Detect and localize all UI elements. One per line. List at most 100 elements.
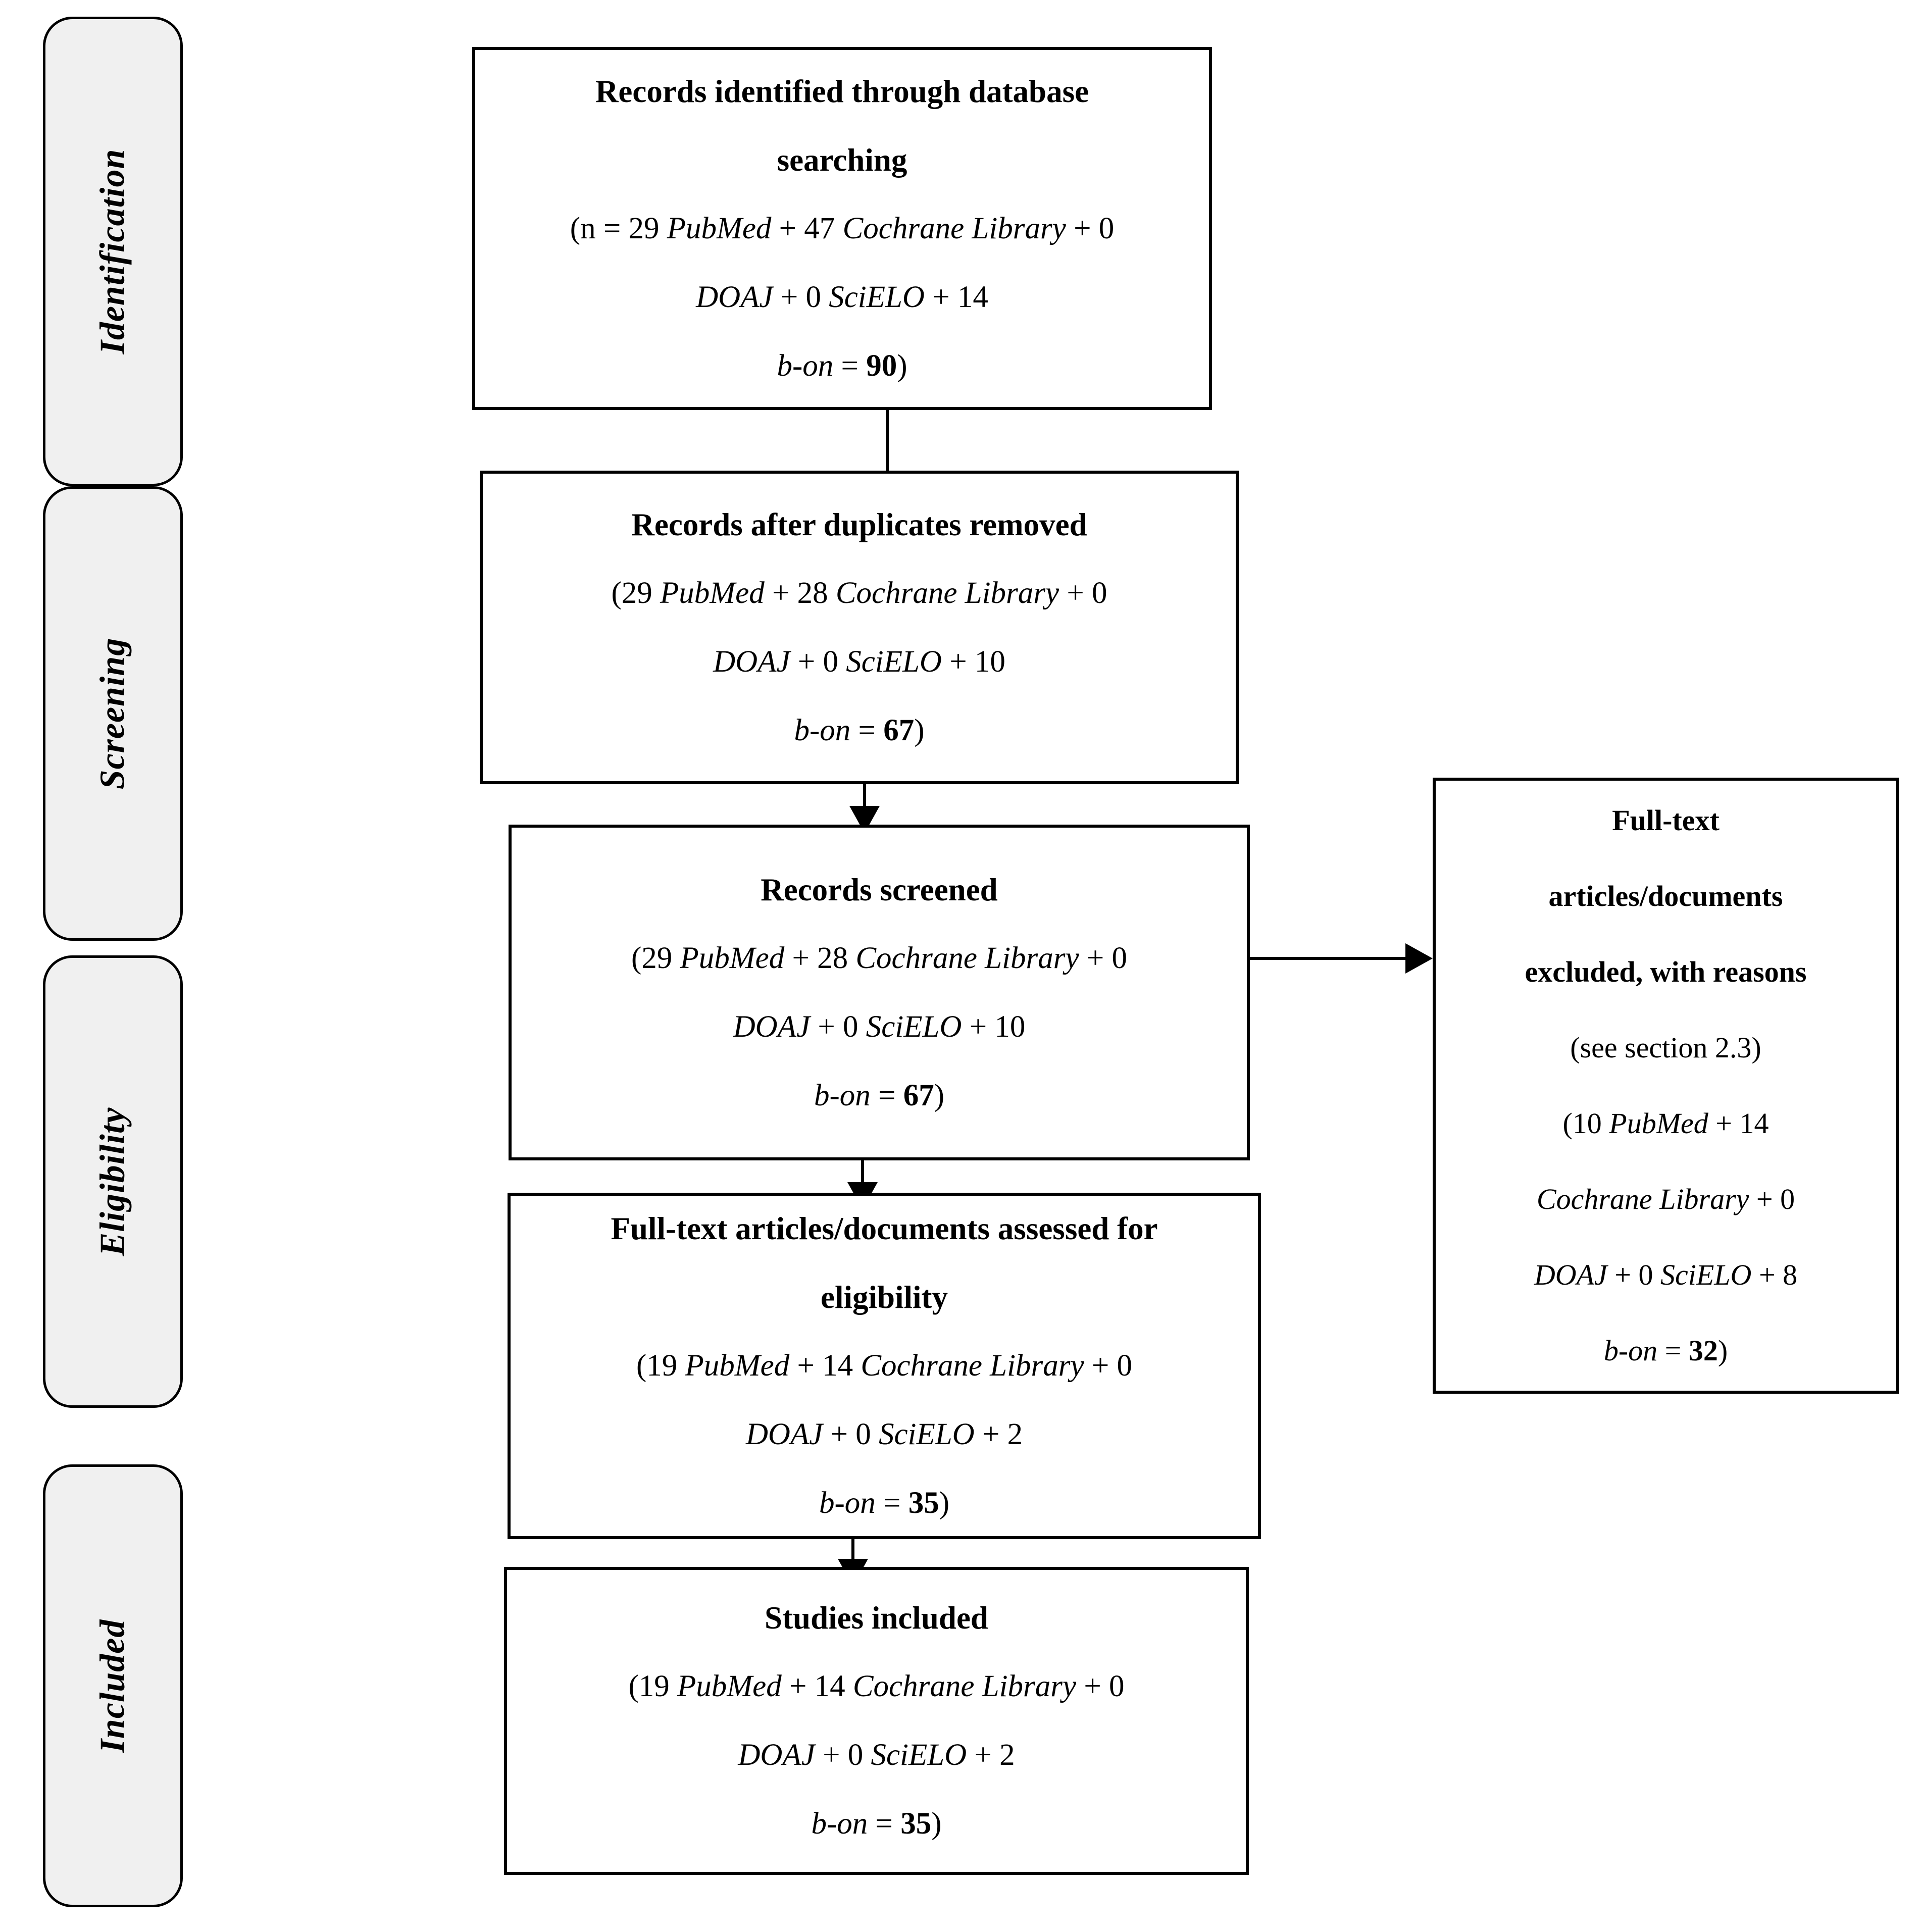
box-records-identified: Records identified through database sear… (472, 47, 1212, 410)
connector-duplicates-to-screened (863, 784, 866, 810)
stat-segment: Cochrane Library (835, 576, 1059, 610)
box-fulltext-excluded-title-line2: articles/documents (1548, 880, 1783, 912)
stat-segment: PubMed (680, 941, 785, 975)
stat-segment: = (833, 348, 867, 383)
box-fulltext-assessed-stat-line2: DOAJ + 0 SciELO + 2 (746, 1400, 1023, 1469)
stat-segment: = (875, 1486, 908, 1520)
box-records-screened-stat-line1: (29 PubMed + 28 Cochrane Library + 0 (631, 924, 1127, 993)
stat-segment: PubMed (677, 1669, 782, 1703)
arrowhead-right-icon (1405, 943, 1433, 974)
stat-segment: SciELO (871, 1738, 967, 1772)
box-fulltext-excluded-stat-line1: (10 PubMed + 14 (1562, 1086, 1769, 1161)
connector-screened-to-excluded (1250, 957, 1409, 960)
stat-segment: + 0 (810, 1009, 866, 1044)
stat-segment: DOAJ (733, 1009, 811, 1044)
stat-segment: + 14 (789, 1349, 861, 1383)
box-fulltext-assessed: Full-text articles/documents assessed fo… (508, 1193, 1261, 1539)
stat-segment: + 0 (823, 1417, 879, 1451)
box-studies-included-title: Studies included (765, 1600, 988, 1636)
box-studies-included-stat-line1: (19 PubMed + 14 Cochrane Library + 0 (628, 1652, 1124, 1721)
stat-segment: + 2 (967, 1738, 1015, 1772)
stat-segment: + 0 (1066, 211, 1115, 245)
box-records-identified-stat-line1: (n = 29 PubMed + 47 Cochrane Library + 0 (570, 194, 1114, 263)
stat-segment: + 28 (784, 941, 856, 975)
stat-segment: ) (897, 348, 907, 383)
stat-segment: + 0 (1084, 1349, 1133, 1383)
stat-segment: Cochrane Library (852, 1669, 1077, 1703)
stat-segment: 35 (900, 1807, 932, 1841)
phase-label-included: Included (93, 1619, 132, 1753)
box-records-screened: Records screened (29 PubMed + 28 Cochran… (509, 825, 1250, 1160)
box-fulltext-excluded-title-line1: Full-text (1612, 804, 1720, 837)
stat-segment: ) (931, 1807, 942, 1841)
stat-segment: + 10 (962, 1009, 1026, 1044)
box-duplicates-removed-stat-line2: DOAJ + 0 SciELO + 10 (713, 628, 1005, 696)
stat-segment: + 0 (1607, 1258, 1660, 1291)
stat-segment: DOAJ (1534, 1258, 1607, 1291)
stat-segment: ) (934, 1078, 945, 1112)
stat-segment: (29 (631, 941, 680, 975)
box-duplicates-removed-stat-line1: (29 PubMed + 28 Cochrane Library + 0 (611, 559, 1107, 628)
stat-segment: (10 (1562, 1107, 1609, 1140)
stat-segment: + 0 (1076, 1669, 1125, 1703)
stat-segment: 90 (866, 348, 897, 383)
stat-segment: 67 (883, 713, 915, 747)
stat-segment: DOAJ (738, 1738, 815, 1772)
box-duplicates-removed-title: Records after duplicates removed (631, 506, 1087, 542)
box-fulltext-excluded-stat-line4: b-on = 32) (1604, 1313, 1728, 1389)
stat-segment: ) (1717, 1334, 1728, 1367)
box-fulltext-assessed-stat-line3: b-on = 35) (819, 1469, 949, 1538)
stat-segment: + 0 (1059, 576, 1107, 610)
connector-assessed-to-included (851, 1539, 854, 1563)
box-records-identified-title-line1: Records identified through database (595, 73, 1089, 109)
box-fulltext-excluded-stat-line2: Cochrane Library + 0 (1537, 1161, 1795, 1237)
box-duplicates-removed: Records after duplicates removed (29 Pub… (480, 471, 1239, 784)
connector-identified-to-duplicates (886, 410, 889, 471)
stat-segment: = (868, 1807, 901, 1841)
stat-segment: (n = 29 (570, 211, 667, 245)
box-records-screened-title: Records screened (761, 872, 998, 907)
phase-band-included: Included (43, 1464, 183, 1907)
stat-segment: b-on (811, 1807, 868, 1841)
box-duplicates-removed-stat-line3: b-on = 67) (794, 696, 924, 765)
stat-segment: + 0 (815, 1738, 871, 1772)
box-fulltext-excluded-stat-line3: DOAJ + 0 SciELO + 8 (1534, 1237, 1797, 1313)
connector-screened-to-assessed (861, 1160, 864, 1187)
stat-segment: 32 (1688, 1334, 1718, 1367)
stat-segment: + 0 (1079, 941, 1128, 975)
stat-segment: b-on (794, 713, 851, 747)
stat-segment: = (850, 713, 884, 747)
stat-segment: + 14 (1708, 1107, 1769, 1140)
stat-segment: SciELO (878, 1417, 975, 1451)
stat-segment: + 2 (974, 1417, 1023, 1451)
stat-segment: + 0 (773, 280, 829, 314)
stat-segment: + 28 (764, 576, 836, 610)
stat-segment: (19 (628, 1669, 678, 1703)
box-studies-included-stat-line3: b-on = 35) (811, 1790, 941, 1858)
box-records-identified-title-line2: searching (777, 142, 907, 178)
phase-band-identification: Identification (43, 17, 183, 486)
box-fulltext-excluded-note: (see section 2.3) (1570, 1031, 1761, 1064)
stat-segment: Cochrane Library (861, 1349, 1084, 1383)
stat-segment: + 14 (924, 280, 988, 314)
box-fulltext-excluded: Full-text articles/documents excluded, w… (1433, 778, 1899, 1394)
stat-segment: Cochrane Library (842, 211, 1066, 245)
stat-segment: + 10 (941, 644, 1005, 679)
stat-segment: (19 (636, 1349, 685, 1383)
stat-segment: PubMed (685, 1349, 790, 1383)
stat-segment: PubMed (660, 576, 765, 610)
stat-segment: ) (914, 713, 925, 747)
stat-segment: b-on (819, 1486, 876, 1520)
phase-label-eligibility: Eligibility (93, 1107, 132, 1256)
stat-segment: + 8 (1751, 1258, 1798, 1291)
stat-segment: b-on (814, 1078, 871, 1112)
box-fulltext-assessed-title-line2: eligibility (821, 1280, 948, 1315)
stat-segment: (29 (611, 576, 661, 610)
box-records-screened-stat-line2: DOAJ + 0 SciELO + 10 (733, 993, 1026, 1061)
box-studies-included-stat-line2: DOAJ + 0 SciELO + 2 (738, 1721, 1015, 1790)
stat-segment: b-on (1603, 1334, 1658, 1367)
phase-label-screening: Screening (93, 637, 132, 790)
stat-segment: 67 (903, 1078, 934, 1112)
phase-band-eligibility: Eligibility (43, 955, 183, 1408)
